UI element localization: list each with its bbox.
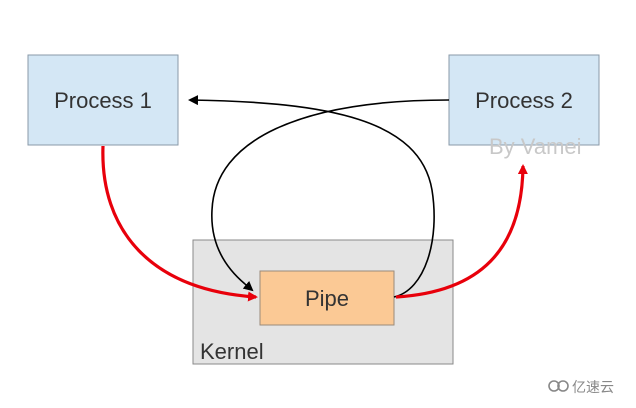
kernel-label: Kernel	[200, 339, 264, 364]
process2-node: Process 2	[448, 54, 600, 146]
data-arrow-process1-to-pipe	[101, 145, 258, 302]
process1-label: Process 1	[54, 88, 152, 113]
pipe-node: Pipe	[259, 270, 395, 326]
data-arrow-pipe-to-process2	[395, 164, 528, 299]
pipe-box	[259, 270, 395, 326]
control-arrow-to-process1	[211, 99, 450, 285]
site-logo: 亿速云	[548, 380, 614, 396]
process2-label: Process 2	[475, 88, 573, 113]
pipe-label: Pipe	[305, 286, 349, 311]
process1-box	[27, 54, 179, 146]
control-arrow-to-pipe-head	[242, 280, 254, 292]
process1-node: Process 1	[27, 54, 179, 146]
author-watermark: By Vamei	[489, 134, 582, 159]
process2-box	[448, 54, 600, 146]
cloud-icon	[548, 380, 569, 392]
logo-text: 亿速云	[572, 380, 614, 396]
control-arrow-from-pipe	[188, 95, 435, 298]
